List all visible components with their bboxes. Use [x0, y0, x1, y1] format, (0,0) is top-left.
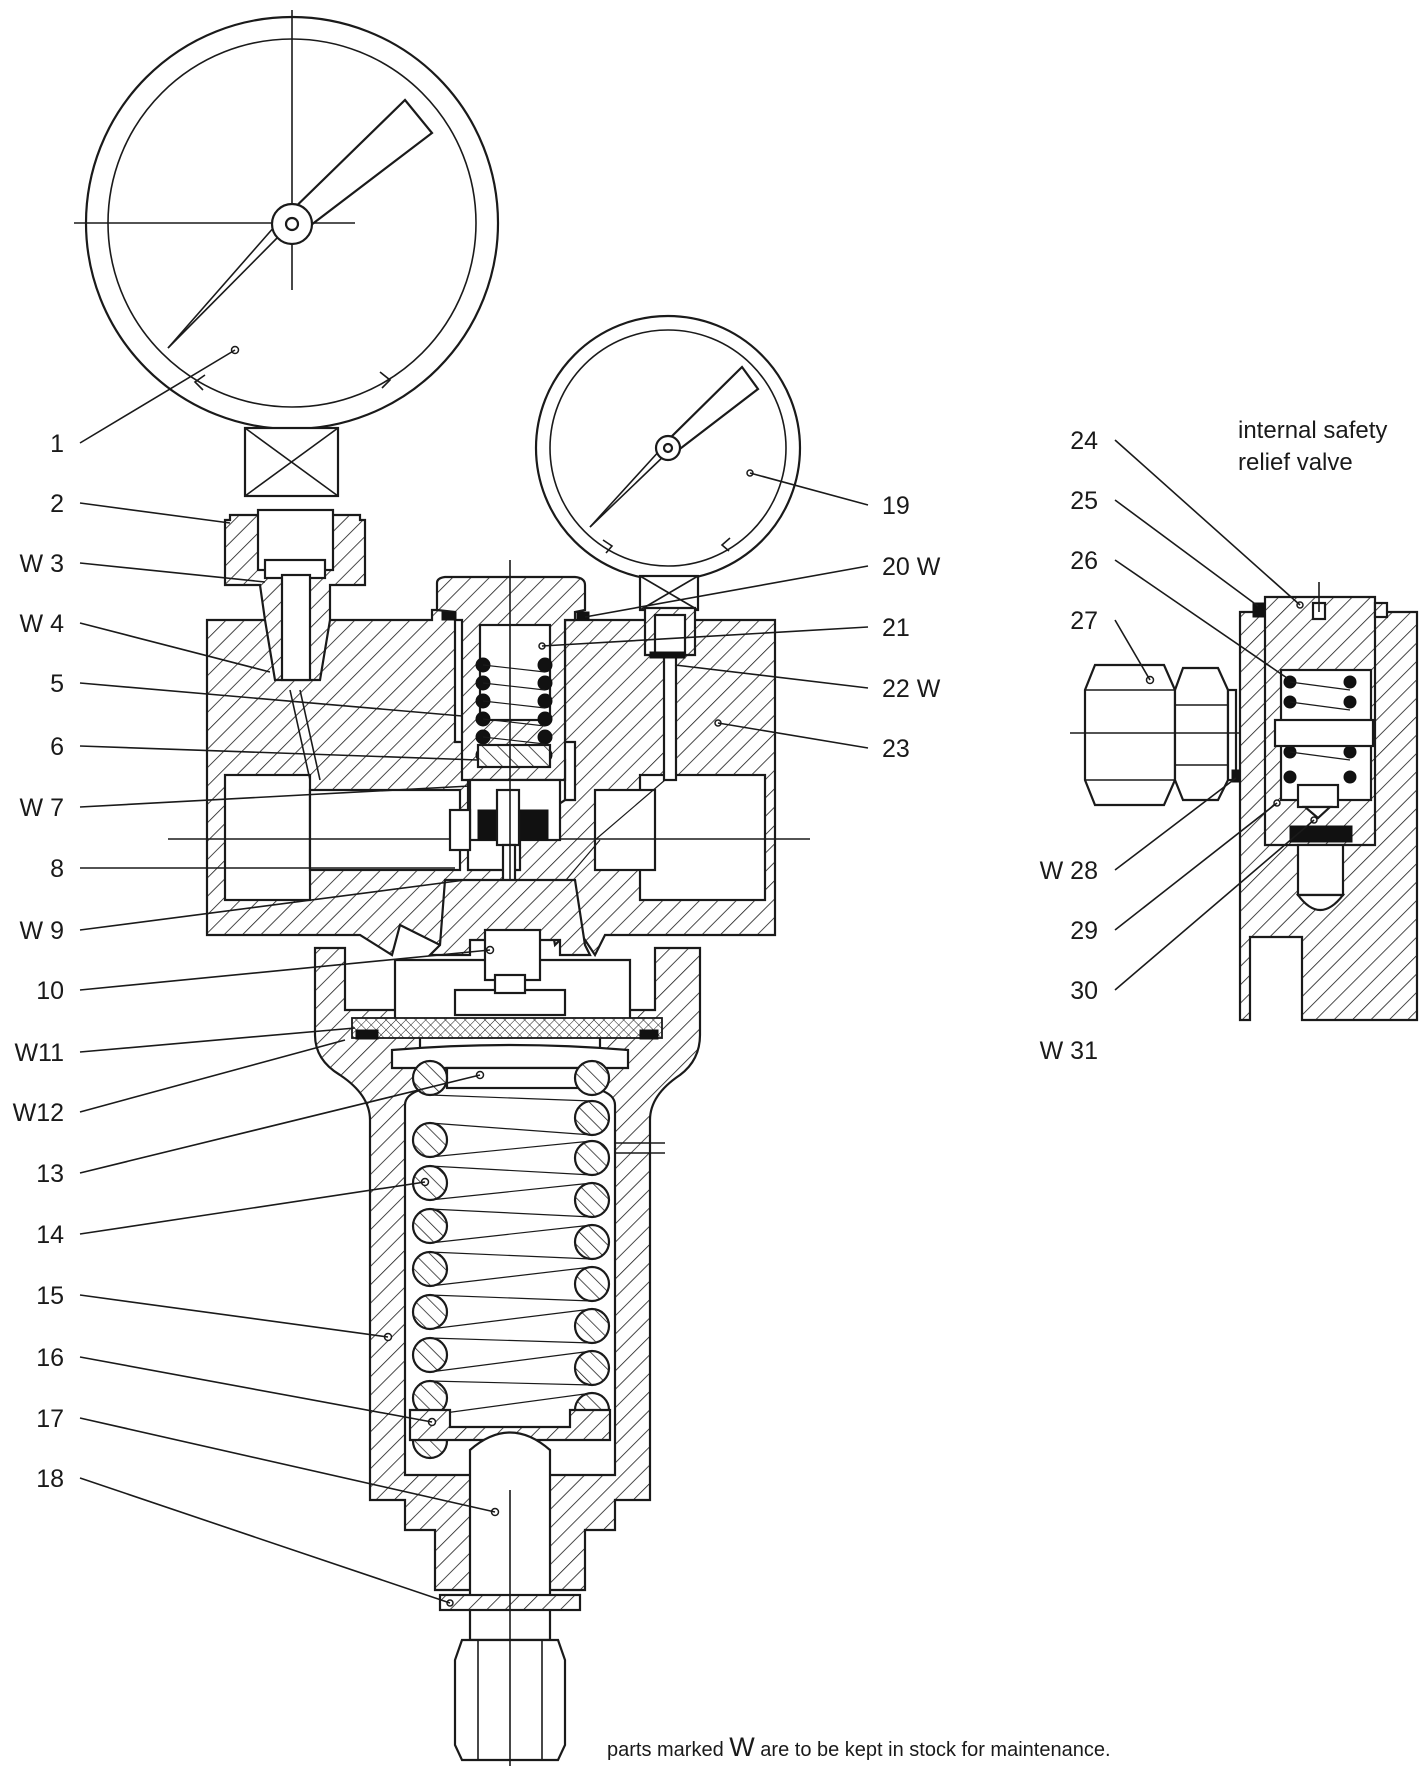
callout-17: 17: [36, 1405, 64, 1433]
callout-14: 14: [36, 1221, 64, 1249]
hex-nut-fitting: [1070, 663, 1240, 807]
callout-16: 16: [36, 1344, 64, 1372]
callout-6: 6: [50, 733, 64, 761]
callout-w11: W11: [14, 1039, 64, 1067]
callout-27: 27: [1070, 607, 1098, 635]
outlet-pressure-gauge: [534, 314, 802, 612]
callout-w28: W 28: [1040, 857, 1098, 885]
leader-lines: [79, 349, 1315, 1604]
callout-labels-detail: 24 25 26 27 W 28 29 30 W 31: [1040, 427, 1098, 1065]
spring-housing: [313, 878, 702, 1766]
callout-21: 21: [882, 614, 910, 642]
main-spring: [411, 1059, 611, 1460]
callout-labels-left: 1 2 W 3 W 4 5 6 W 7 8 W 9 10 W11 W12 13 …: [13, 430, 64, 1493]
callout-w3: W 3: [20, 550, 64, 578]
footnote-before: parts marked: [607, 1739, 729, 1761]
valve-cap-assembly: [435, 560, 686, 1095]
callout-30: 30: [1070, 977, 1098, 1005]
callout-18: 18: [36, 1465, 64, 1493]
callout-w7: W 7: [20, 794, 64, 822]
detail-title-line-1: internal safety: [1238, 417, 1387, 444]
callout-19: 19: [882, 492, 910, 520]
callout-13: 13: [36, 1160, 64, 1188]
callout-2: 2: [50, 490, 64, 518]
relief-valve-detail: [1070, 582, 1419, 1022]
footnote-marker: W: [729, 1732, 755, 1762]
regulator-body: [168, 508, 810, 958]
callout-26: 26: [1070, 547, 1098, 575]
callout-25: 25: [1070, 487, 1098, 515]
inlet-pressure-gauge: [74, 10, 500, 498]
callout-29: 29: [1070, 917, 1098, 945]
callout-1: 1: [50, 430, 64, 458]
callout-20w: 20 W: [882, 553, 941, 581]
callout-5: 5: [50, 670, 64, 698]
callout-15: 15: [36, 1282, 64, 1310]
callout-w31: W 31: [1040, 1037, 1098, 1065]
detail-title: internal safety relief valve: [1238, 417, 1387, 476]
callout-23: 23: [882, 735, 910, 763]
callout-labels-right: 19 20 W 21 22 W 23: [882, 492, 941, 763]
callout-w4: W 4: [20, 610, 65, 638]
callout-24: 24: [1070, 427, 1098, 455]
callout-8: 8: [50, 855, 64, 883]
callout-w9: W 9: [20, 917, 64, 945]
callout-22w: 22 W: [882, 675, 941, 703]
footnote-after: are to be kept in stock for maintenance.: [755, 1739, 1111, 1761]
detail-title-line-2: relief valve: [1238, 449, 1353, 476]
callout-w12: W12: [13, 1099, 64, 1127]
callout-10: 10: [36, 977, 64, 1005]
maintenance-footnote: parts marked W are to be kept in stock f…: [607, 1732, 1111, 1762]
